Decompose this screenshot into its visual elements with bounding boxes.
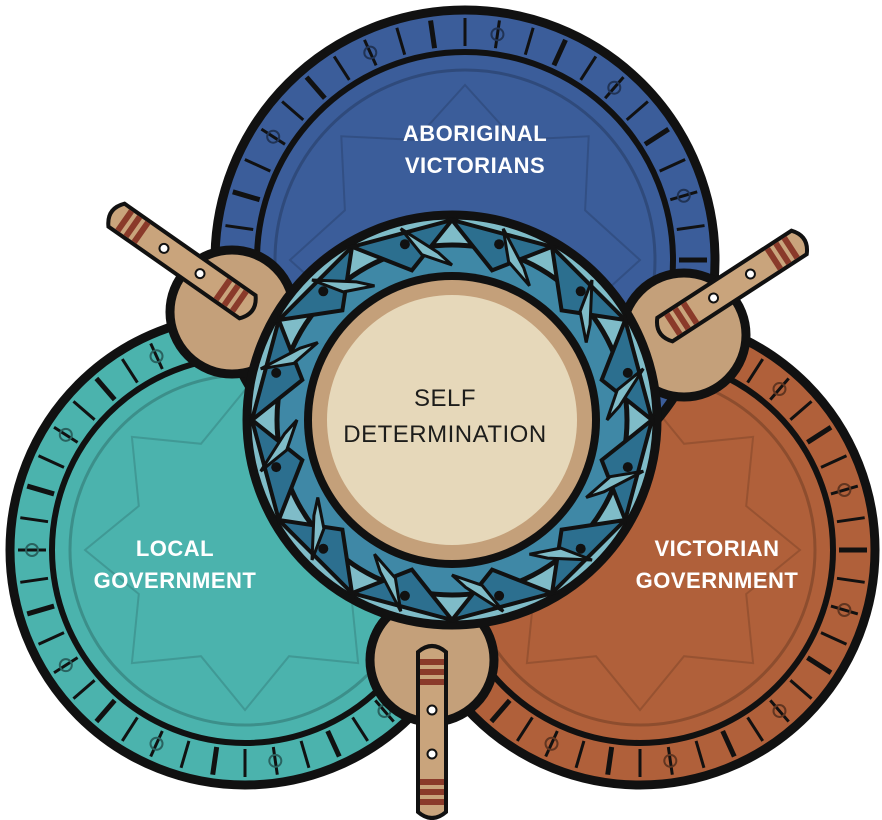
label-aboriginal-victorians: ABORIGINAL VICTORIANS bbox=[402, 121, 548, 178]
label-victorian-government: VICTORIAN GOVERNMENT bbox=[635, 536, 799, 593]
label-local-government: LOCAL GOVERNMENT bbox=[93, 536, 257, 593]
label-self-determination: SELF DETERMINATION bbox=[343, 385, 547, 448]
boomerang-top-left bbox=[106, 201, 258, 321]
boomerang-top-right bbox=[654, 228, 810, 344]
center-disc bbox=[304, 272, 600, 568]
boomerang-bottom bbox=[416, 644, 448, 820]
